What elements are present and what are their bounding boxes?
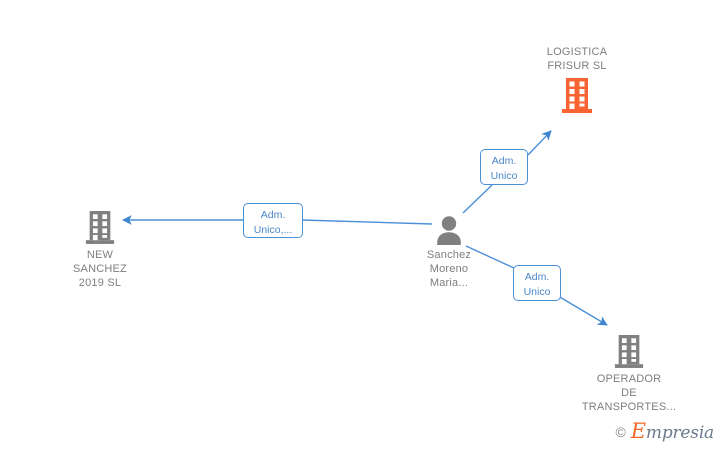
node-label-logistica-frisur-sl: LOGISTICA FRISUR SL bbox=[546, 46, 608, 72]
building-icon[interactable] bbox=[502, 76, 652, 114]
building-icon[interactable] bbox=[25, 209, 175, 245]
empresia-watermark: © Empresia bbox=[615, 421, 714, 442]
edge-person-to-logistica[interactable] bbox=[462, 130, 552, 214]
empresia-logo-text: mpresia bbox=[645, 423, 714, 443]
empresia-logo: Empresia bbox=[631, 421, 714, 442]
edge-label-adm-unico-operador[interactable]: Adm. Unico bbox=[513, 265, 561, 301]
node-label-operador-de-transportes: OPERADOR DE TRANSPORTES... bbox=[581, 373, 677, 413]
person-icon[interactable] bbox=[374, 216, 524, 245]
node-label-sanchez-moreno-maria: Sanchez Moreno Maria... bbox=[426, 249, 472, 289]
node-sanchez-moreno-maria[interactable]: Sanchez Moreno Maria... bbox=[374, 216, 524, 290]
building-icon[interactable] bbox=[554, 333, 704, 369]
edge-person-to-new-sanchez[interactable] bbox=[122, 215, 433, 225]
copyright-icon: © bbox=[615, 423, 626, 440]
node-new-sanchez-2019-sl[interactable]: NEW SANCHEZ 2019 SL bbox=[25, 209, 175, 290]
node-logistica-frisur-sl[interactable]: LOGISTICA FRISUR SL bbox=[502, 45, 652, 114]
node-label-new-sanchez-2019-sl: NEW SANCHEZ 2019 SL bbox=[73, 249, 127, 289]
edge-label-adm-unico-new-sanchez[interactable]: Adm. Unico,... bbox=[243, 203, 303, 238]
edge-person-to-operador[interactable] bbox=[465, 245, 608, 326]
empresia-logo-initial: E bbox=[630, 419, 646, 443]
edge-label-adm-unico-logistica[interactable]: Adm. Unico bbox=[480, 149, 528, 185]
node-operador-de-transportes[interactable]: OPERADOR DE TRANSPORTES... bbox=[554, 333, 704, 414]
